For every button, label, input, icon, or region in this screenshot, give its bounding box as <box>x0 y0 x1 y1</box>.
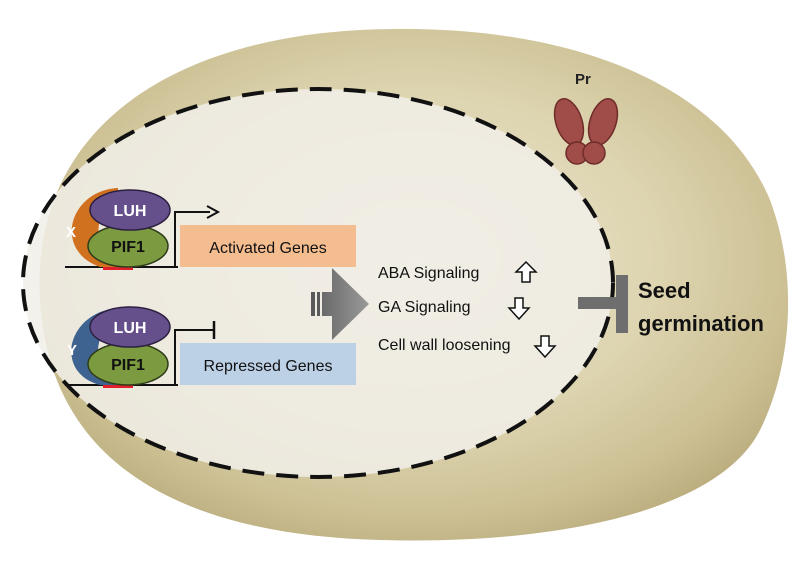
activated-genes-label: Activated Genes <box>209 240 326 257</box>
y-protein <box>71 308 120 385</box>
effect-aba-label: ABA Signaling <box>378 265 479 282</box>
luh-bottom <box>89 306 171 348</box>
down-arrow-icon <box>507 297 531 321</box>
pif1-bottom-label: PIF1 <box>111 357 145 374</box>
activation-arrow <box>174 211 210 267</box>
luh-top-label: LUH <box>114 203 147 220</box>
seed-label: Seed <box>638 278 691 303</box>
repression-line <box>174 329 213 385</box>
y-label: Y <box>67 342 77 359</box>
down-arrow-icon <box>533 335 557 359</box>
pr-molecule <box>553 98 619 165</box>
activated-genes-box <box>180 225 356 267</box>
germination-label: germination <box>638 311 764 336</box>
big-arrow <box>311 268 369 340</box>
x-label: X <box>66 224 76 241</box>
repressed-genes-label: Repressed Genes <box>204 358 333 375</box>
pif1-top-label: PIF1 <box>111 239 145 256</box>
effect-ga-label: GA Signaling <box>378 299 471 316</box>
repressed-genes-box <box>180 343 356 385</box>
activation-arrowhead <box>206 205 221 219</box>
up-arrow-icon <box>514 260 538 283</box>
effect-cellwall-label: Cell wall loosening <box>378 337 511 354</box>
nucleus-boundary <box>21 87 615 479</box>
effect-list: ABA Signaling GA Signaling Cell wall loo… <box>378 260 557 359</box>
inhibition-symbol <box>578 275 628 333</box>
luh-bottom-label: LUH <box>114 320 147 337</box>
pr-label: Pr <box>575 71 591 88</box>
luh-top <box>89 189 171 231</box>
